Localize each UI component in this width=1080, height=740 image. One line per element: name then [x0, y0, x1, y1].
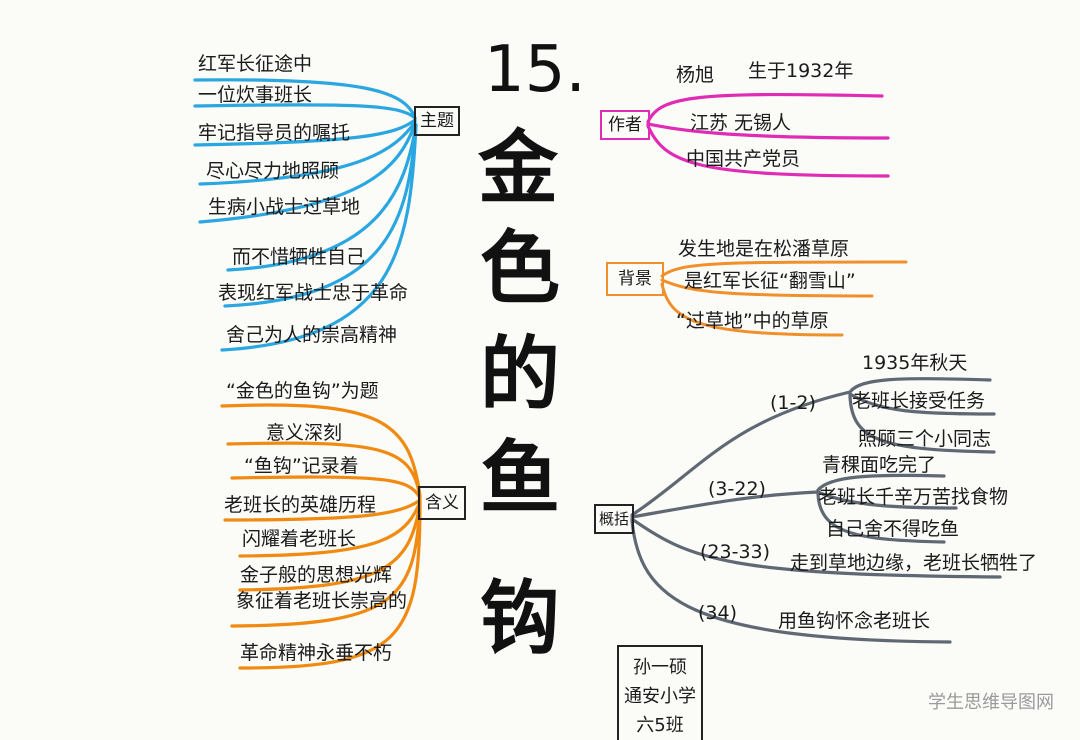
theme-branch-lines: [193, 78, 418, 352]
summary-g1-item-1: 1935年秋天: [862, 352, 968, 374]
watermark-text: 学生思维导图网: [928, 692, 1054, 713]
summary-branch-lines: [630, 377, 1002, 644]
theme-item-2: 一位炊事班长: [198, 84, 313, 106]
summary-range-3: (23-33): [700, 541, 771, 563]
title-char-2: 色: [480, 221, 560, 315]
background-node: 背景: [606, 262, 664, 296]
summary-g2-item-1: 青稞面吃完了: [822, 454, 937, 476]
summary-g3-item-1: 走到草地边缘，老班长牺牲了: [790, 552, 1038, 574]
meaning-item-8: 革命精神永垂不朽: [240, 642, 393, 664]
meaning-line-5: [238, 500, 422, 558]
title-char-3: 的: [480, 327, 560, 421]
background-line-1: [660, 260, 908, 278]
background-line-2: [660, 278, 874, 298]
summary-range-1: (1-2): [770, 392, 816, 414]
background-branch-lines: [660, 260, 908, 337]
meaning-line-3: [230, 475, 422, 500]
meaning-item-4: 老班长的英雄历程: [224, 494, 377, 516]
theme-item-7: 表现红军战士忠于革命: [218, 282, 409, 304]
background-item-3: “过草地”中的草原: [676, 310, 829, 332]
author-credit-box: 孙一硕 通安小学 六5班: [617, 645, 703, 740]
summary-g1-sub-2: [848, 392, 996, 416]
summary-g1-sub-3: [848, 394, 996, 454]
credit-line-3: 六5班: [636, 714, 684, 736]
credit-line-2: 通安小学: [624, 685, 696, 707]
summary-g1-sub-1: [848, 377, 992, 394]
theme-node: 主题: [414, 106, 460, 136]
meaning-branch-lines: [220, 403, 422, 670]
theme-item-4: 尽心尽力地照顾: [206, 160, 340, 182]
summary-g4-item-1: 用鱼钩怀念老班长: [778, 610, 931, 632]
author-branch-lines: [646, 92, 890, 178]
summary-range-2: (3-22): [708, 478, 766, 500]
theme-item-8: 舍己为人的崇高精神: [226, 324, 398, 346]
meaning-line-4: [223, 498, 422, 522]
summary-range-4: (34): [698, 602, 738, 624]
theme-line-8: [220, 123, 418, 352]
meaning-line-6: [238, 501, 422, 592]
background-line-3: [660, 282, 844, 337]
title-char-1: 金: [478, 121, 558, 215]
meaning-line-1: [220, 403, 422, 498]
meaning-item-5: 闪耀着老班长: [242, 528, 357, 550]
summary-g1-item-2: 老班长接受任务: [852, 390, 986, 412]
meaning-line-8: [238, 503, 422, 670]
summary-g2-sub-2: [816, 490, 958, 510]
title-char-5: 钩: [480, 571, 560, 665]
summary-g2-item-2: 老班长千辛万苦找食物: [818, 486, 1009, 508]
author-line-3: [646, 124, 890, 178]
title-number: 15.: [484, 33, 586, 107]
meaning-item-2: 意义深刻: [266, 422, 343, 444]
summary-g2-sub-3: [816, 492, 946, 544]
author-item-3: 江苏 无锡人: [690, 112, 792, 134]
theme-line-2: [193, 103, 417, 120]
background-item-1: 发生地是在松潘草原: [678, 238, 850, 260]
meaning-item-3: “鱼钩”记录着: [244, 455, 359, 477]
author-line-1: [646, 92, 884, 124]
theme-item-3: 牢记指导员的嘱托: [198, 122, 351, 144]
author-item-2: 生于1932年: [748, 60, 854, 82]
summary-main-4: [630, 519, 952, 644]
meaning-line-7: [230, 502, 422, 628]
theme-item-1: 红军长征途中: [198, 53, 313, 75]
summary-g2-item-3: 自己舍不得吃鱼: [826, 518, 960, 540]
theme-line-5: [198, 122, 417, 224]
theme-line-6: [226, 123, 418, 272]
title-char-4: 鱼: [480, 431, 560, 525]
summary-main-1: [630, 390, 852, 517]
summary-node: 概括: [594, 504, 634, 534]
meaning-item-7: 象征着老班长崇高的: [236, 590, 408, 612]
theme-item-6: 而不惜牺牲自己: [232, 246, 366, 268]
meaning-item-1: “金色的鱼钩”为题: [226, 380, 379, 402]
credit-line-1: 孙一硕: [633, 656, 687, 678]
meaning-item-6: 金子般的思想光辉: [240, 564, 393, 586]
summary-main-2: [630, 490, 820, 519]
theme-line-1: [193, 78, 417, 120]
author-node: 作者: [600, 110, 650, 140]
background-item-2: 是红军长征“翻雪山”: [684, 270, 856, 292]
author-line-2: [646, 122, 890, 140]
author-item-4: 中国共产党员: [686, 148, 801, 170]
summary-main-3: [630, 517, 1002, 579]
meaning-node: 含义: [418, 486, 466, 520]
author-item-1: 杨旭: [676, 64, 715, 86]
theme-line-7: [223, 123, 418, 308]
theme-line-4: [198, 120, 417, 186]
summary-g2-sub-1: [816, 473, 946, 492]
theme-item-5: 生病小战士过草地: [208, 196, 361, 218]
summary-g1-item-3: 照顾三个小同志: [858, 428, 992, 450]
theme-line-3: [193, 118, 417, 147]
meaning-line-2: [226, 441, 422, 499]
